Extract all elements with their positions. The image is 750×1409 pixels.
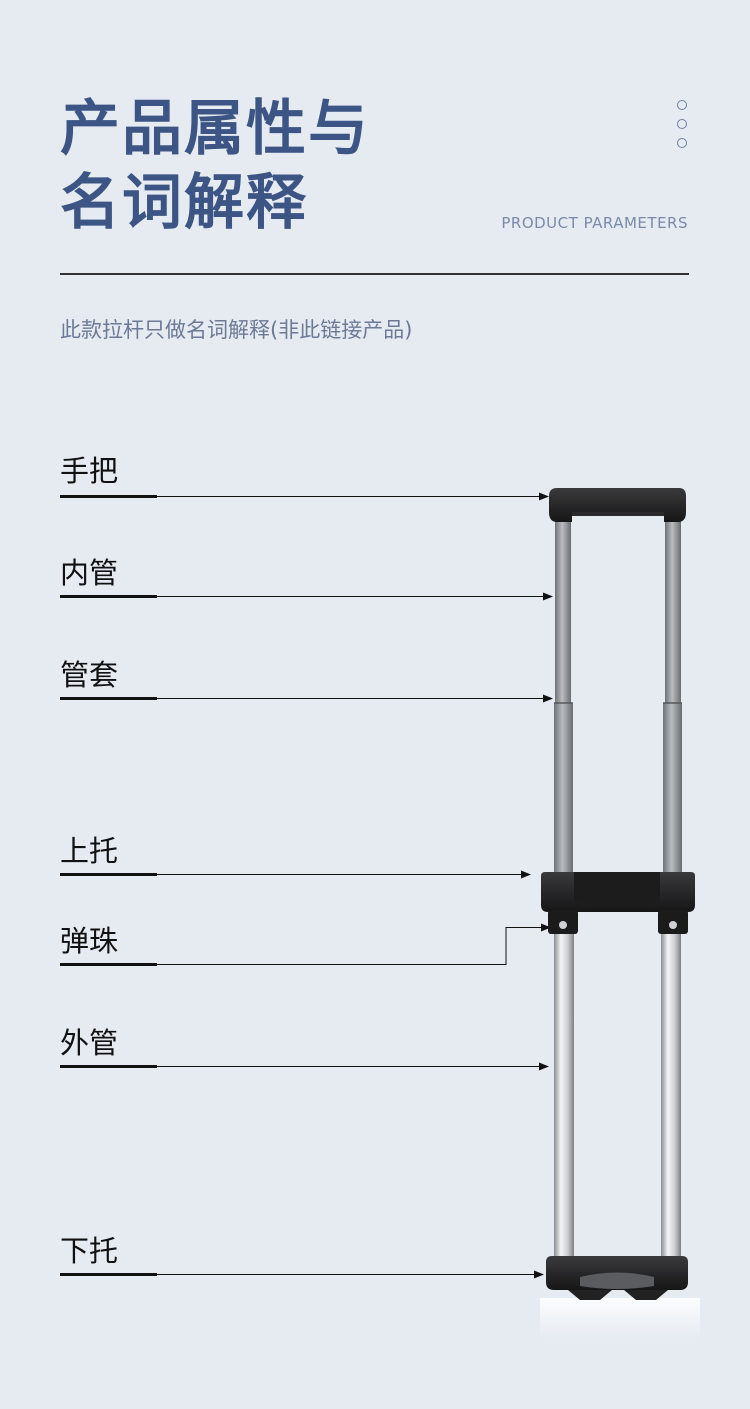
upper-bracket-center — [574, 872, 660, 905]
leader-arrow-spring-ball — [157, 923, 551, 965]
dots-decoration — [677, 100, 689, 157]
tube-sleeve-left — [554, 703, 573, 878]
trolley-illustration — [540, 488, 700, 1338]
disclaimer-note: 此款拉杆只做名词解释(非此链接产品) — [60, 318, 413, 342]
leader-underline-lower-bracket — [60, 1273, 157, 1276]
page-title: 产品属性与 名词解释 — [60, 92, 370, 240]
leader-underline-spring-ball — [60, 963, 157, 966]
leader-underline-upper-bracket — [60, 873, 157, 876]
spring-ball-left — [559, 921, 567, 929]
leader-underline-tube-sleeve — [60, 697, 157, 700]
leader-underline-outer-tube — [60, 1065, 157, 1068]
inner-tube-left — [555, 505, 571, 705]
outer-tube-left — [554, 925, 574, 1265]
label-outer-tube: 外管 — [60, 1026, 119, 1060]
inner-tube-right — [665, 505, 681, 705]
leader-underline-handle — [60, 495, 157, 498]
label-upper-bracket: 上托 — [60, 834, 119, 868]
lower-bracket-foot-right — [624, 1290, 668, 1300]
lower-bracket-foot-left — [568, 1290, 612, 1300]
handle-underside — [572, 512, 664, 516]
dot-icon — [677, 119, 687, 129]
dot-icon — [677, 100, 687, 110]
dot-icon — [677, 138, 687, 148]
page-title-line-2: 名词解释 — [60, 168, 308, 238]
label-handle: 手把 — [60, 454, 119, 488]
label-tube-sleeve: 管套 — [60, 658, 119, 692]
leader-underline-inner-tube — [60, 595, 157, 598]
outer-tube-right — [661, 925, 681, 1265]
label-spring-ball: 弹珠 — [60, 924, 119, 958]
english-subtitle: PRODUCT PARAMETERS — [501, 214, 688, 232]
handle-grip — [549, 488, 686, 522]
tube-sleeve-right — [663, 703, 682, 878]
floor-reflection — [540, 1298, 700, 1338]
lower-bracket-center — [580, 1272, 654, 1289]
page-title-line-1: 产品属性与 — [60, 94, 370, 164]
spring-ball-right — [669, 921, 677, 929]
leader-lines — [60, 492, 553, 1279]
label-lower-bracket: 下托 — [60, 1234, 119, 1268]
label-inner-tube: 内管 — [60, 556, 119, 590]
header-divider — [60, 273, 689, 275]
